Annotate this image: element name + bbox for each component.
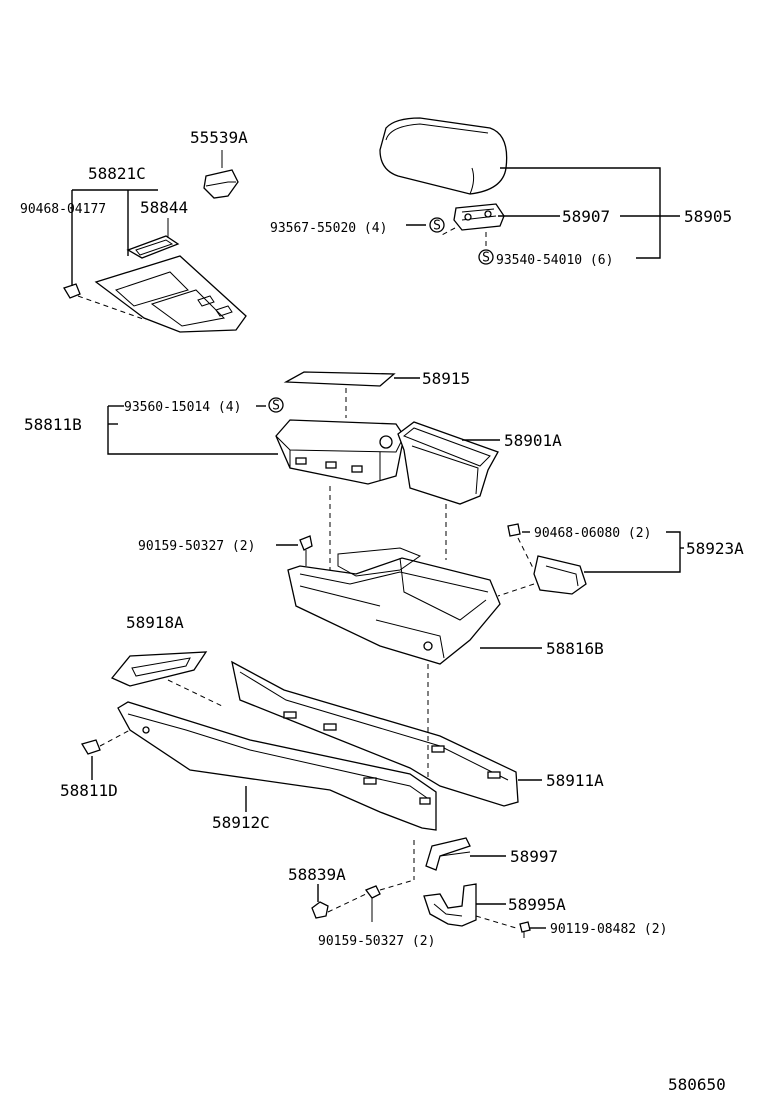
- side-panel-58912C[interactable]: [117, 701, 437, 831]
- clip-90468-04177[interactable]: [63, 283, 81, 299]
- label-58811B: 58811B: [24, 415, 82, 434]
- svg-text:S: S: [272, 399, 280, 414]
- label-58821C: 58821C: [88, 164, 146, 183]
- console-box-58811B[interactable]: [275, 419, 405, 485]
- screw-90159-50327-bottom[interactable]: [364, 885, 381, 922]
- label-58911A: 58911A: [546, 771, 604, 790]
- plug-58839A[interactable]: [311, 901, 329, 919]
- screw-90119-08482[interactable]: [519, 921, 531, 938]
- tray-mat-58915[interactable]: [283, 371, 396, 387]
- label-58901A: 58901A: [504, 431, 562, 450]
- label-90159-50327-top: 90159-50327 (2): [138, 539, 255, 554]
- clip-58811D[interactable]: [81, 739, 101, 755]
- console-body-58816B[interactable]: [287, 547, 501, 665]
- clip-90468-06080[interactable]: [507, 523, 521, 537]
- label-58912C: 58912C: [212, 813, 270, 832]
- knob-55539A[interactable]: [203, 169, 239, 199]
- label-58915: 58915: [422, 369, 470, 388]
- label-93560-15014: 93560-15014 (4): [124, 400, 241, 415]
- side-panel-58911A[interactable]: [231, 660, 519, 807]
- bracket-58995A[interactable]: [423, 883, 477, 927]
- label-55539A: 55539A: [190, 128, 248, 147]
- bracket-58923A[interactable]: [533, 555, 587, 595]
- svg-text:S: S: [433, 219, 441, 234]
- label-58844: 58844: [140, 198, 188, 217]
- bracket-58997[interactable]: [425, 837, 471, 871]
- shift-panel-58821C[interactable]: [94, 255, 247, 333]
- cup-holder-58901A[interactable]: [397, 421, 499, 505]
- label-58839A: 58839A: [288, 865, 346, 884]
- label-93540-54010: 93540-54010 (6): [496, 253, 613, 268]
- label-58997: 58997: [510, 847, 558, 866]
- label-58923A: 58923A: [686, 539, 744, 558]
- label-58905: 58905: [684, 207, 732, 226]
- screw-marker-s-1: S: [429, 217, 445, 234]
- label-90468-04177: 90468-04177: [20, 202, 106, 217]
- diagram-id: 580650: [668, 1075, 726, 1094]
- screw-marker-s-2: S: [478, 249, 494, 266]
- label-93567-55020: 93567-55020 (4): [270, 221, 387, 236]
- switch-panel-58918A[interactable]: [110, 651, 208, 687]
- screw-marker-s-3: S: [268, 397, 284, 414]
- label-90159-50327-bottom: 90159-50327 (2): [318, 934, 435, 949]
- label-58918A: 58918A: [126, 613, 184, 632]
- label-58816B: 58816B: [546, 639, 604, 658]
- label-58907: 58907: [562, 207, 610, 226]
- armrest-lid[interactable]: [379, 117, 508, 195]
- svg-text:S: S: [482, 251, 490, 266]
- label-58811D: 58811D: [60, 781, 118, 800]
- label-58995A: 58995A: [508, 895, 566, 914]
- screw-90159-50327-top[interactable]: [299, 535, 313, 566]
- armrest-hinge-58907[interactable]: [453, 203, 505, 231]
- panel-insert-58844[interactable]: [126, 235, 180, 259]
- label-90468-06080: 90468-06080 (2): [534, 526, 651, 541]
- label-90119-08482: 90119-08482 (2): [550, 922, 667, 937]
